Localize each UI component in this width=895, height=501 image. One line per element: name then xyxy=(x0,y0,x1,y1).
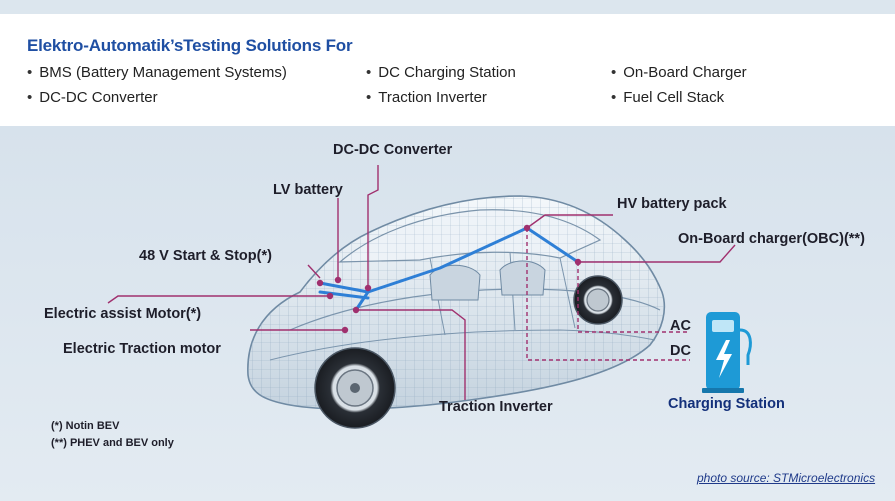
bullet-bms: BMS (Battery Management Systems) xyxy=(27,64,287,81)
footnote-not-bev: (*) Notin BEV xyxy=(51,420,120,432)
label-charging-station: Charging Station xyxy=(668,396,785,412)
label-traction-inverter: Traction Inverter xyxy=(439,399,553,415)
header-title: Elektro-Automatik’sTesting Solutions For xyxy=(27,36,353,55)
bullet-fuel-cell: Fuel Cell Stack xyxy=(611,89,724,106)
bullet-dcdc: DC-DC Converter xyxy=(27,89,157,106)
label-lv-battery: LV battery xyxy=(273,182,343,198)
label-48v-start-stop: 48 V Start & Stop(*) xyxy=(139,248,272,264)
photo-credit-link[interactable]: photo source: STMicroelectronics xyxy=(697,471,876,485)
label-hv-battery-pack: HV battery pack xyxy=(617,196,727,212)
charging-lines xyxy=(526,228,690,361)
label-ac: AC xyxy=(670,318,691,334)
power-network xyxy=(318,226,580,312)
connection-points xyxy=(316,224,582,334)
footnote-phev-bev: (**) PHEV and BEV only xyxy=(51,437,174,449)
charging-station-icon xyxy=(702,312,752,393)
top-strip xyxy=(0,0,895,14)
label-electric-assist-motor: Electric assist Motor(*) xyxy=(44,306,202,322)
label-electric-traction-motor: Electric Traction motor xyxy=(63,341,221,357)
label-on-board-charger: On-Board charger(OBC)(**) xyxy=(678,231,865,247)
bullet-dc-charging: DC Charging Station xyxy=(366,64,516,81)
label-dcdc-converter: DC-DC Converter xyxy=(333,142,453,158)
bullet-traction-inverter: Traction Inverter xyxy=(366,89,487,106)
header-panel: Elektro-Automatik’sTesting Solutions For… xyxy=(0,14,895,126)
leader-lines xyxy=(107,165,736,400)
label-dc: DC xyxy=(670,343,691,359)
bullet-obc: On-Board Charger xyxy=(611,64,746,81)
